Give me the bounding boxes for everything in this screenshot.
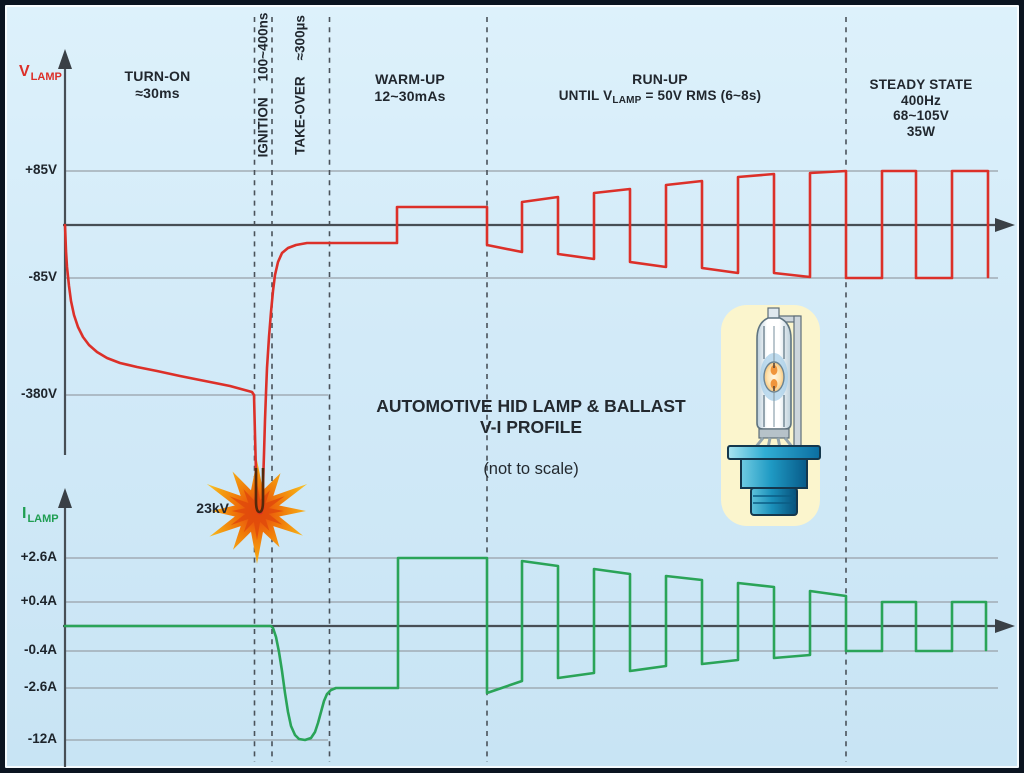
i-tick-plus0_4: +0.4A [20, 593, 57, 608]
phase-run-up-name: RUN-UP [632, 71, 688, 87]
v-axis-arrow-icon [58, 49, 72, 69]
waveform-diagram-canvas [58, 17, 1015, 767]
phase-steady-state: STEADY STATE 400Hz 68~105V 35W [860, 77, 982, 139]
i-symbol: I [22, 505, 27, 522]
hid-lamp-illustration [721, 305, 821, 526]
v-tick-minus85: -85V [28, 269, 57, 284]
i-time-arrow-icon [995, 619, 1015, 633]
v-tick-minus380: -380V [20, 386, 57, 401]
i-subscript: LAMP [27, 513, 59, 525]
phase-ignition-detail: 100~400ns [255, 12, 271, 82]
phase-boundary-dashed-lines [253, 17, 847, 762]
voltage-waveform [63, 169, 990, 515]
i-tick-plus2_6: +2.6A [20, 549, 57, 564]
i-lamp-axis-label: ILAMP [22, 505, 59, 525]
phase-take-over: TAKE-OVER ≈300µs [293, 15, 308, 155]
phase-take-over-detail: ≈300µs [292, 15, 308, 61]
i-tick-minus12: -12A [27, 731, 57, 746]
ignition-voltage-annotation: 23kV [196, 500, 229, 516]
phase-warm-up-detail: 12~30mAs [374, 87, 446, 104]
phase-turn-on-name: TURN-ON [124, 68, 191, 84]
phase-warm-up-name: WARM-UP [375, 71, 445, 87]
phase-steady-state-watts: 35W [906, 123, 936, 139]
not-to-scale-note: (not to scale) [483, 460, 579, 478]
i-tick-minus2_6: -2.6A [23, 679, 57, 694]
phase-turn-on-detail: ≈30ms [135, 84, 180, 101]
phase-steady-state-volts: 68~105V [893, 108, 949, 123]
current-waveform [63, 556, 988, 742]
phase-ignition: IGNITION 100~400ns [256, 13, 271, 158]
v-time-arrow-icon [995, 218, 1015, 232]
i-tick-minus0_4: -0.4A [23, 642, 57, 657]
phase-ignition-name: IGNITION [255, 97, 271, 158]
phase-run-up-detail: UNTIL VLAMP = 50V RMS (6~8s) [558, 87, 762, 106]
phase-steady-state-freq: 400Hz [900, 92, 942, 108]
v-subscript: LAMP [30, 71, 62, 83]
gridlines [65, 170, 998, 741]
diagram-title-line1: AUTOMOTIVE HID LAMP & BALLAST [376, 396, 686, 416]
phase-take-over-name: TAKE-OVER [292, 76, 308, 155]
v-lamp-axis-label: VLAMP [19, 63, 62, 83]
phase-steady-state-name: STEADY STATE [869, 77, 973, 92]
phase-turn-on: TURN-ON ≈30ms [90, 68, 225, 101]
i-axis-arrow-icon [58, 488, 72, 508]
diagram-title-line2: V-I PROFILE [479, 417, 583, 437]
phase-run-up: RUN-UP UNTIL VLAMP = 50V RMS (6~8s) [525, 71, 795, 106]
v-symbol: V [19, 63, 30, 80]
v-tick-plus85: +85V [25, 162, 57, 177]
ignition-spike-core [254, 468, 265, 514]
diagram-title: AUTOMOTIVE HID LAMP & BALLAST V-I PROFIL… [359, 396, 703, 438]
phase-warm-up: WARM-UP 12~30mAs [345, 71, 475, 104]
